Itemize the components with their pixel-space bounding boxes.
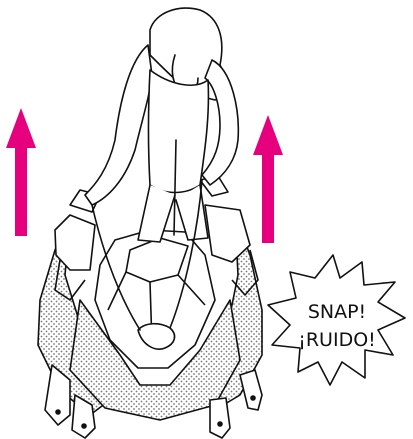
callout-line-1: SNAP! — [308, 301, 366, 323]
callout-line-2: ¡RUIDO! — [298, 329, 376, 351]
up-arrow-icon — [6, 108, 36, 236]
up-arrow-icon — [253, 115, 283, 243]
snap-callout: SNAP! ¡RUIDO! — [268, 255, 405, 385]
